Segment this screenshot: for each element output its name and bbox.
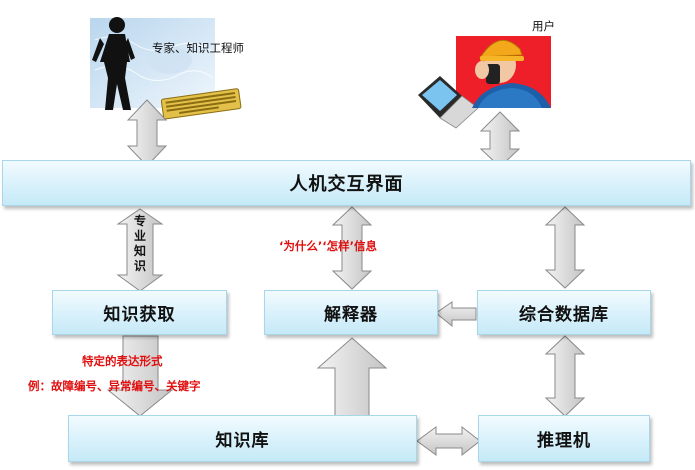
expert-label: 专家、知识工程师 (152, 41, 244, 55)
expertise-char: 知 (133, 244, 146, 258)
user-label: 用户 (532, 19, 555, 33)
expert-illustration-icon (90, 17, 242, 120)
arrow-kb-inference (416, 425, 481, 457)
form-title-annotation: 特定的表达形式 (82, 354, 163, 368)
arrow-kb-explainer (316, 337, 388, 417)
form-example-annotation: 例：故障编号、异常编号、关键字 (28, 379, 201, 393)
arrow-database-inference (544, 335, 586, 417)
arrow-expert-interface (126, 99, 168, 167)
why-how-annotation: ‘为什么’‘怎样’信息 (279, 239, 377, 253)
arrow-acquisition-kb (106, 335, 174, 417)
database-box: 综合数据库 (477, 290, 651, 335)
expertise-char: 专 (133, 214, 146, 228)
expertise-char: 识 (133, 259, 146, 273)
arrow-database-explainer (435, 301, 477, 328)
arrow-user-interface (479, 111, 521, 168)
arrow-interface-database (544, 206, 586, 289)
expertise-annotation: 专 业 知 识 (131, 214, 149, 274)
acquisition-box: 知识获取 (52, 290, 227, 335)
inference-box: 推理机 (478, 415, 650, 462)
explainer-box: 解释器 (264, 290, 438, 335)
user-illustration-icon (418, 36, 551, 129)
interface-box: 人机交互界面 (2, 160, 691, 206)
expertise-char: 业 (133, 229, 146, 243)
arrow-interface-explainer (331, 206, 373, 290)
knowledge-base-box: 知识库 (68, 415, 417, 462)
